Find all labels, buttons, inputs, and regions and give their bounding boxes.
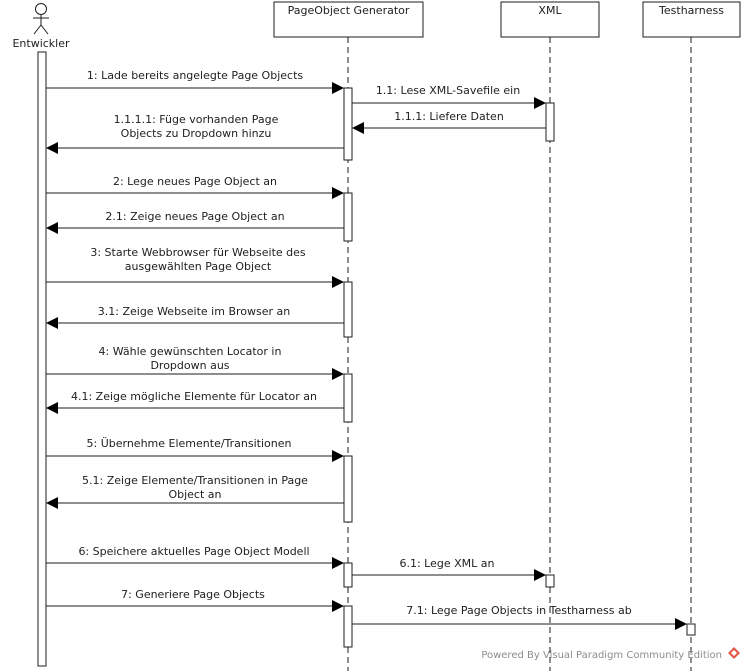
lifeline-box-xml: [500, 1, 600, 38]
message-label: 5.1: Zeige Elemente/Transitionen in Page: [82, 474, 308, 487]
lifeline-box-generator: [273, 1, 424, 38]
activation-testharness: [686, 623, 696, 636]
watermark-text: Powered By Visual Paradigm Community Edi…: [481, 650, 722, 661]
message-1-1-1: 1.1.1: Liefere Daten: [352, 110, 546, 134]
actor-label: Entwickler: [12, 37, 70, 50]
message-4-1: 4.1: Zeige mögliche Elemente für Locator…: [46, 390, 344, 414]
activation-generator: [343, 373, 353, 423]
message-label: 3.1: Zeige Webseite im Browser an: [98, 305, 290, 318]
message-label: ausgewählten Page Object: [125, 260, 272, 273]
message-1-1: 1.1: Lese XML-Savefile ein: [352, 84, 546, 109]
actor-activation: [37, 51, 47, 667]
message-5-1: 5.1: Zeige Elemente/Transitionen in Page…: [46, 474, 344, 509]
activation-generator: [343, 281, 353, 338]
activation-generator: [343, 192, 353, 242]
message-label: 1.1: Lese XML-Savefile ein: [376, 84, 520, 97]
message-label: 1.1.1.1: Füge vorhanden Page: [114, 113, 279, 126]
message-6-1: 6.1: Lege XML an: [352, 557, 546, 581]
visual-paradigm-logo-icon: [728, 647, 740, 659]
activation-generator: [343, 562, 353, 588]
message-label: 1.1.1: Liefere Daten: [394, 110, 504, 123]
lifeline-box-testharness: [642, 1, 741, 38]
message-label: 3: Starte Webbrowser für Webseite des: [90, 246, 306, 259]
lifeline-title-xml: XML: [538, 4, 562, 17]
message-label: Dropdown aus: [150, 359, 229, 372]
message-2-1: 2.1: Zeige neues Page Object an: [46, 210, 344, 234]
message-label: 6: Speichere aktuelles Page Object Model…: [78, 545, 309, 558]
message-label: Objects zu Dropdown hinzu: [121, 127, 272, 140]
activation-xml: [545, 102, 555, 142]
message-label: 4: Wähle gewünschten Locator in: [99, 345, 282, 358]
message-2: 2: Lege neues Page Object an: [46, 175, 344, 199]
message-1-1-1-1: 1.1.1.1: Füge vorhanden Page Objects zu …: [46, 113, 344, 154]
activation-generator: [343, 87, 353, 161]
message-3-1: 3.1: Zeige Webseite im Browser an: [46, 305, 344, 329]
activation-generator: [343, 605, 353, 648]
message-3: 3: Starte Webbrowser für Webseite des au…: [46, 246, 344, 288]
message-label: 7.1: Lege Page Objects in Testharness ab: [406, 604, 631, 617]
message-label: 7: Generiere Page Objects: [121, 588, 265, 601]
activation-generator: [343, 455, 353, 523]
activation-xml: [545, 574, 555, 588]
message-7-1: 7.1: Lege Page Objects in Testharness ab: [352, 604, 687, 630]
message-label: Object an: [168, 488, 221, 501]
message-label: 2.1: Zeige neues Page Object an: [105, 210, 284, 223]
actor-figure: [33, 3, 49, 35]
message-label: 6.1: Lege XML an: [399, 557, 494, 570]
lifeline-title-testharness: Testharness: [658, 4, 724, 17]
message-1: 1: Lade bereits angelegte Page Objects: [46, 69, 344, 94]
message-label: 4.1: Zeige mögliche Elemente für Locator…: [71, 390, 317, 403]
message-6: 6: Speichere aktuelles Page Object Model…: [46, 545, 344, 569]
message-4: 4: Wähle gewünschten Locator in Dropdown…: [46, 345, 344, 380]
lifeline-title-generator: PageObject Generator: [288, 4, 410, 17]
message-label: 5: Übernehme Elemente/Transitionen: [87, 437, 292, 450]
message-5: 5: Übernehme Elemente/Transitionen: [46, 437, 344, 462]
message-label: 2: Lege neues Page Object an: [113, 175, 277, 188]
message-label: 1: Lade bereits angelegte Page Objects: [87, 69, 304, 82]
message-7: 7: Generiere Page Objects: [46, 588, 344, 612]
